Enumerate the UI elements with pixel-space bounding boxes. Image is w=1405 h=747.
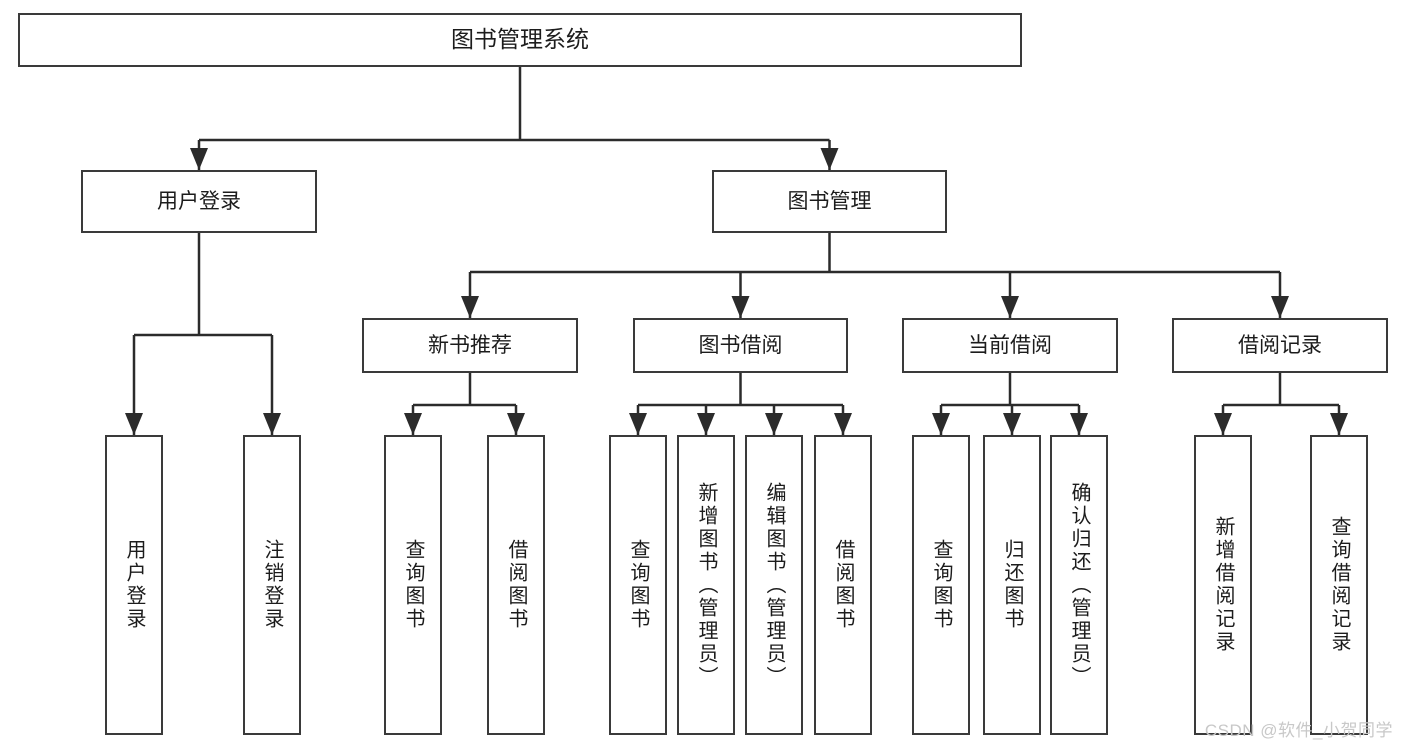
connector-arrowhead <box>263 413 281 435</box>
connector-arrowhead <box>834 413 852 435</box>
node-label: 归还图书 <box>1001 539 1023 631</box>
connector-arrowhead <box>1003 413 1021 435</box>
node-current: 当前借阅 <box>902 318 1118 373</box>
node-label: 当前借阅 <box>968 333 1052 357</box>
watermark-label: CSDN @软件_小贺同学 <box>1204 721 1393 740</box>
node-l-logout: 注销登录 <box>243 435 301 735</box>
node-label: 用户登录 <box>123 539 145 631</box>
node-label: 借阅记录 <box>1238 333 1322 357</box>
connector-arrowhead <box>1070 413 1088 435</box>
node-label: 图书管理系统 <box>451 26 589 53</box>
node-label: 用户登录 <box>157 189 241 213</box>
node-bookmgmt: 图书管理 <box>712 170 947 233</box>
connector-arrowhead <box>507 413 525 435</box>
node-l-nb-borrow: 借阅图书 <box>487 435 545 735</box>
node-l-cu-query: 查询图书 <box>912 435 970 735</box>
connector-arrowhead <box>461 296 479 318</box>
node-label: 查询图书 <box>930 539 952 631</box>
node-l-bo-edit: 编辑图书（管理员） <box>745 435 803 735</box>
connector-arrowhead <box>1214 413 1232 435</box>
connector-arrowhead <box>629 413 647 435</box>
node-records: 借阅记录 <box>1172 318 1388 373</box>
node-l-re-add: 新增借阅记录 <box>1194 435 1252 735</box>
node-label: 新增借阅记录 <box>1212 516 1234 654</box>
node-l-userlogin: 用户登录 <box>105 435 163 735</box>
node-label: 编辑图书（管理员） <box>763 481 785 689</box>
connector-arrowhead <box>820 148 839 170</box>
node-label: 新书推荐 <box>428 333 512 357</box>
connector-arrowhead <box>1271 296 1289 318</box>
connector-arrowhead <box>125 413 143 435</box>
connector-arrowhead <box>1330 413 1348 435</box>
node-newbook: 新书推荐 <box>362 318 578 373</box>
node-root: 图书管理系统 <box>18 13 1022 67</box>
node-l-nb-query: 查询图书 <box>384 435 442 735</box>
node-l-bo-query: 查询图书 <box>609 435 667 735</box>
node-l-cu-return: 归还图书 <box>983 435 1041 735</box>
node-label: 查询图书 <box>402 539 424 631</box>
node-l-re-query: 查询借阅记录 <box>1310 435 1368 735</box>
connector-arrowhead <box>765 413 783 435</box>
node-l-cu-confirm: 确认归还（管理员） <box>1050 435 1108 735</box>
node-label: 借阅图书 <box>832 539 854 631</box>
node-label: 借阅图书 <box>505 539 527 631</box>
connector-arrowhead <box>932 413 950 435</box>
connector-arrowhead <box>404 413 422 435</box>
node-label: 图书借阅 <box>698 333 783 357</box>
connector-arrowhead <box>731 296 750 318</box>
node-l-bo-add: 新增图书（管理员） <box>677 435 735 735</box>
node-label: 注销登录 <box>261 539 283 631</box>
node-label: 图书管理 <box>787 189 872 213</box>
node-label: 确认归还（管理员） <box>1068 481 1090 689</box>
node-l-bo-borrow: 借阅图书 <box>814 435 872 735</box>
connector-arrowhead <box>190 148 208 170</box>
node-label: 查询借阅记录 <box>1328 516 1350 654</box>
connector-arrowhead <box>697 413 715 435</box>
node-borrow: 图书借阅 <box>633 318 848 373</box>
node-login: 用户登录 <box>81 170 317 233</box>
node-label: 新增图书（管理员） <box>695 481 717 689</box>
node-label: 查询图书 <box>627 539 649 631</box>
connector-arrowhead <box>1001 296 1019 318</box>
